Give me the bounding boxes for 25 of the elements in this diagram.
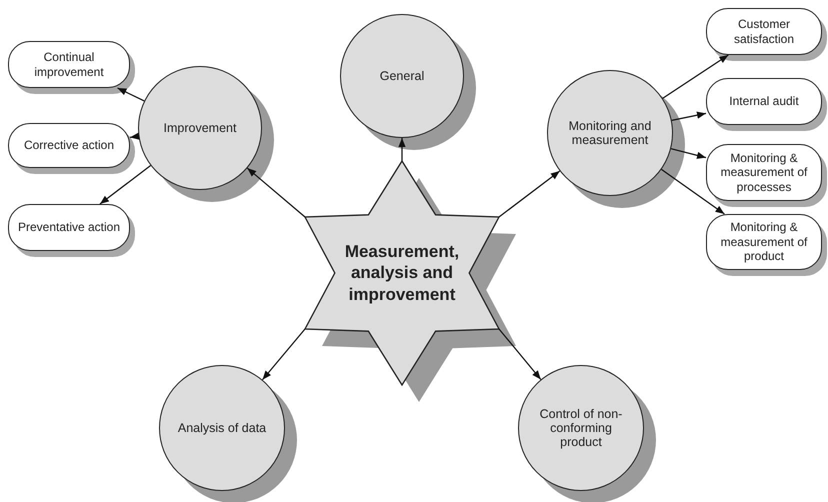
arrow (661, 168, 725, 214)
node-label: Monitoring & measurement of processes (720, 150, 808, 194)
arrow (662, 54, 729, 99)
node-label: Continual improvement (33, 50, 105, 79)
node-label: Internal audit (729, 94, 799, 109)
node-label: Preventative action (18, 220, 120, 235)
node-label: General (380, 69, 424, 83)
arrow (672, 112, 706, 121)
node-label: Measurement, analysis and improvement (344, 241, 460, 305)
node-label: Analysis of data (178, 421, 266, 435)
node-label: Monitoring and measurement (568, 119, 652, 147)
arrow (498, 170, 560, 218)
node-label: Monitoring & measurement of product (720, 220, 808, 264)
arrow (100, 165, 151, 204)
node-label: Control of non-conforming product (538, 407, 624, 449)
central-star (305, 161, 499, 385)
node-label: Improvement (164, 121, 236, 135)
node-label: Customer satisfaction (732, 17, 796, 46)
arrow (498, 328, 542, 380)
arrow (262, 328, 306, 380)
arrow (670, 148, 706, 159)
arrow (398, 138, 406, 161)
arrow (130, 132, 140, 140)
node-label: Corrective action (24, 138, 114, 153)
arrow (246, 168, 306, 218)
